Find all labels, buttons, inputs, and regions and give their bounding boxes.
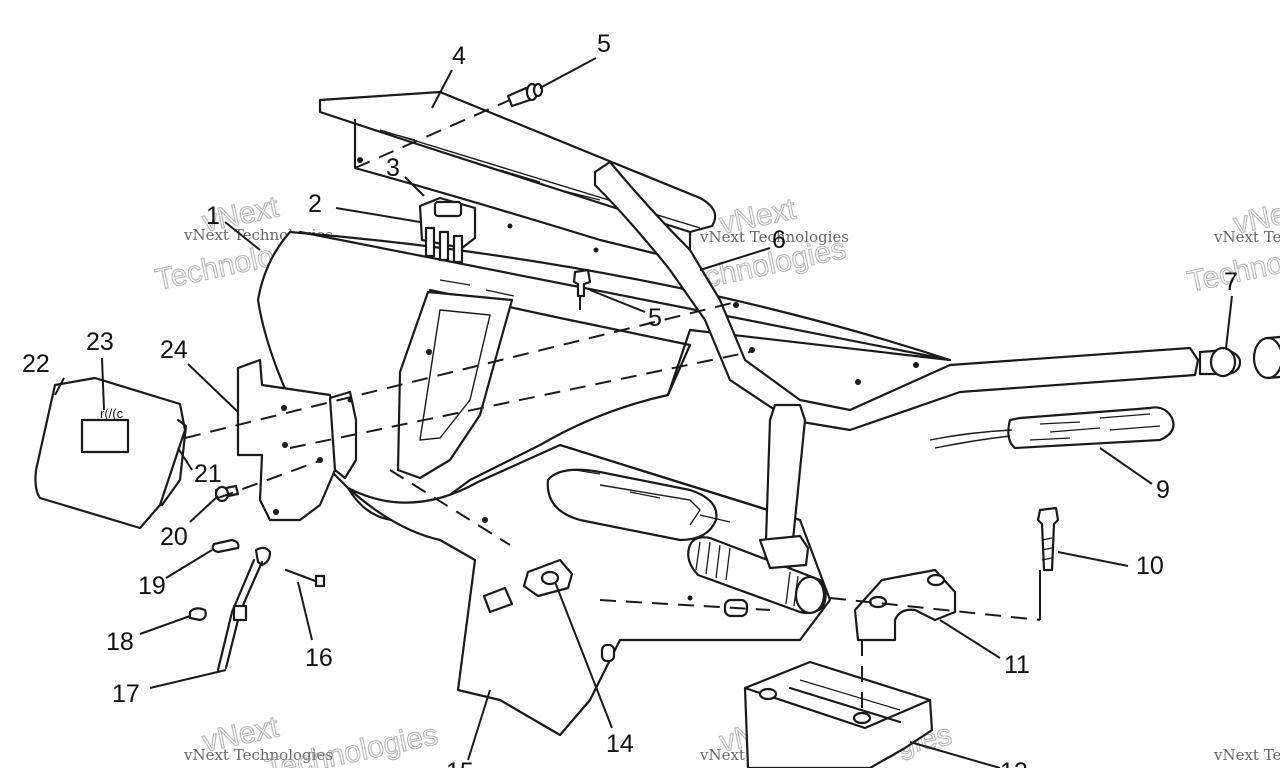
callout-15: 15 bbox=[446, 758, 474, 768]
watermark-small-2: vNext Technologies bbox=[699, 228, 849, 246]
callout-2: 2 bbox=[308, 190, 322, 218]
callout-10: 10 bbox=[1136, 552, 1164, 580]
callout-1: 1 bbox=[206, 202, 220, 230]
callout-5-top: 5 bbox=[597, 30, 611, 58]
part-handlebar bbox=[593, 160, 1200, 615]
callout-6: 6 bbox=[772, 226, 786, 254]
part-1-front-hood bbox=[256, 223, 952, 522]
watermark-small-6: vNext Technologies bbox=[1213, 746, 1280, 764]
callout-23: 23 bbox=[86, 328, 114, 356]
part-2-switch bbox=[418, 196, 477, 264]
callout-20: 20 bbox=[160, 523, 188, 551]
callout-21: 21 bbox=[194, 460, 222, 488]
callout-24: 24 bbox=[160, 336, 188, 364]
part-7-end-plug bbox=[1198, 335, 1280, 380]
callout-7: 7 bbox=[1224, 268, 1238, 296]
part-10-bolt bbox=[1036, 506, 1060, 572]
callout-17: 17 bbox=[112, 680, 140, 708]
part-5-screws bbox=[506, 82, 592, 298]
callout-19: 19 bbox=[138, 572, 166, 600]
watermark-small-3: vNext Technologies bbox=[1213, 228, 1280, 246]
callouts: 4 5 3 2 1 5 6 7 9 10 11 12 14 15 16 17 1… bbox=[22, 30, 1238, 768]
part-11-upper-clamp bbox=[853, 568, 957, 642]
callout-14: 14 bbox=[606, 730, 634, 758]
part-22-left-panel: r(/(c bbox=[34, 376, 188, 530]
part-24-bracket bbox=[236, 358, 358, 522]
decal-text: r(/(c bbox=[100, 406, 124, 421]
callout-16: 16 bbox=[305, 644, 333, 672]
callout-5-mid: 5 bbox=[648, 304, 662, 332]
part-9-grip bbox=[929, 406, 1175, 450]
watermark-big-4b: Technologies bbox=[263, 718, 441, 768]
small-hardware bbox=[188, 484, 326, 672]
callout-11: 11 bbox=[1004, 651, 1030, 679]
part-lower-dash bbox=[346, 443, 832, 737]
watermark-small-4: vNext Technologies bbox=[183, 746, 333, 764]
callout-12: 12 bbox=[1000, 758, 1028, 768]
callout-3: 3 bbox=[386, 154, 400, 182]
callout-18: 18 bbox=[106, 628, 134, 656]
part-14-stud bbox=[522, 558, 574, 598]
callout-4: 4 bbox=[452, 42, 466, 70]
callout-22: 22 bbox=[22, 350, 50, 378]
callout-9: 9 bbox=[1156, 476, 1170, 504]
assembly-lines bbox=[184, 99, 1041, 718]
part-12-lower-clamp bbox=[743, 660, 934, 768]
leader-lines bbox=[54, 57, 1233, 768]
